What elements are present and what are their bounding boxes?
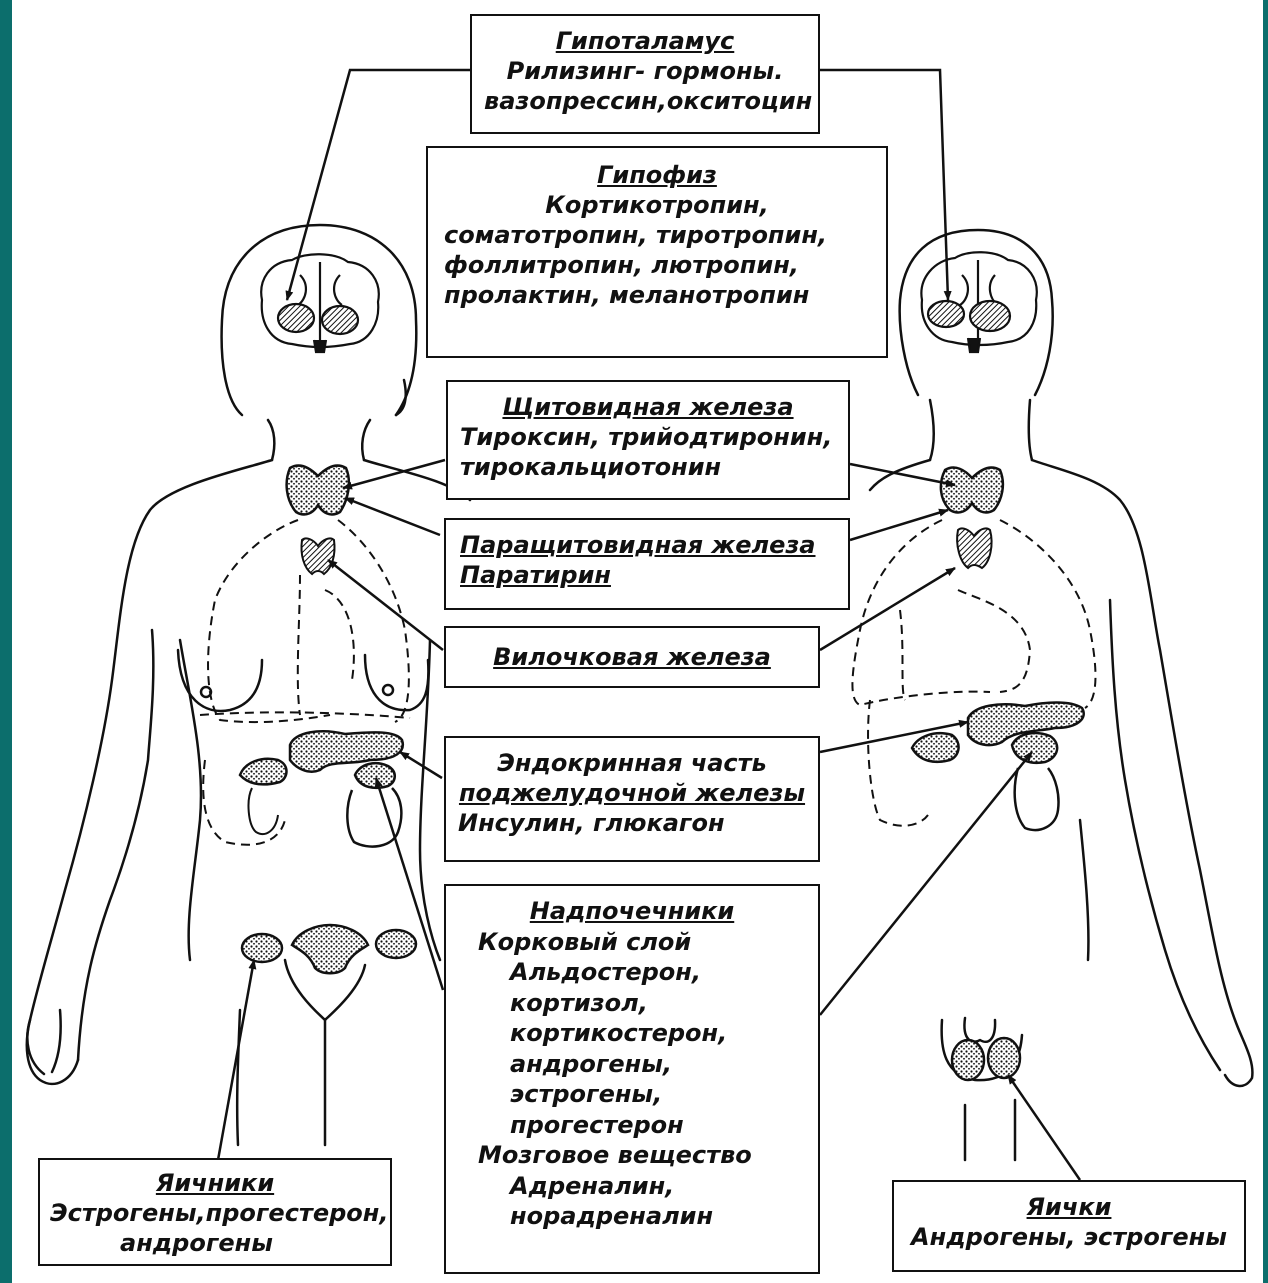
- parathyroid-box: Паращитовидная железа Паратирин: [444, 518, 850, 610]
- female-left-ovary: [242, 934, 282, 962]
- testes-box: Яички Андрогены, эстрогены: [892, 1180, 1246, 1272]
- arrow-pancreas-female: [400, 752, 442, 778]
- thyroid-box: Щитовидная железа Тироксин, трийодтирони…: [446, 380, 850, 500]
- adrenals-hormone: прогестерон: [460, 1110, 804, 1141]
- female-left-inner-arm: [78, 630, 153, 1060]
- female-thymus: [301, 538, 334, 574]
- male-left-adrenal: [912, 733, 959, 762]
- male-thyroid-gland: [941, 468, 1003, 513]
- male-neck: [930, 400, 1032, 460]
- pancreas-line: Эндокринная часть: [458, 748, 806, 778]
- ovaries-hormones-line: андрогены: [50, 1228, 380, 1258]
- arrow-thyroid-male: [850, 464, 955, 485]
- female-figure: [27, 225, 470, 1145]
- adrenals-hormone: Альдостерон,: [460, 957, 804, 988]
- testes-title: Яички: [904, 1192, 1234, 1222]
- parathyroid-title: Паращитовидная железа: [460, 530, 834, 560]
- pancreas-line: поджелудочной железы: [458, 778, 806, 808]
- pituitary-hormones-line: фоллитропин, лютропин,: [444, 250, 870, 280]
- arrow-testes: [1008, 1075, 1080, 1180]
- arrow-thyroid-female: [343, 460, 445, 488]
- female-right-ovary: [376, 930, 416, 958]
- arrow-thymus-female: [328, 560, 443, 650]
- female-brain: [261, 254, 379, 352]
- male-penis: [964, 1018, 995, 1042]
- male-thymus: [957, 528, 991, 568]
- male-left-testis: [952, 1040, 984, 1080]
- adrenals-hormone: кортизол,: [460, 988, 804, 1019]
- female-uterus: [292, 925, 368, 973]
- hypothalamus-title: Гипоталамус: [484, 26, 806, 56]
- pituitary-hormones-line: Кортикотропин,: [444, 190, 870, 220]
- pancreas-box: Эндокринная часть поджелудочной железы И…: [444, 736, 820, 862]
- female-neck: [268, 420, 370, 460]
- pituitary-hormones-line: соматотропин, тиротропин,: [444, 220, 870, 250]
- female-left-kidney: [249, 788, 278, 834]
- arrow-adrenal-female: [376, 778, 443, 990]
- testes-hormones-line: Андрогены, эстрогены: [904, 1222, 1234, 1252]
- pituitary-box: Гипофиз Кортикотропин, соматотропин, тир…: [426, 146, 888, 358]
- female-organ-outlines: [200, 520, 410, 845]
- adrenals-hormone: эстрогены,: [460, 1079, 804, 1110]
- male-body-outline: [870, 460, 1252, 1086]
- male-right-kidney: [1015, 768, 1059, 830]
- hypothalamus-hormones-line: Рилизинг- гормоны.: [484, 56, 806, 86]
- male-right-inner-arm: [1110, 600, 1220, 1070]
- arrow-parathyroid-female: [345, 498, 440, 535]
- female-right-nipple: [383, 685, 393, 695]
- parathyroid-hormones-line: Паратирин: [460, 560, 834, 590]
- adrenals-cortex-label: Корковый слой: [460, 927, 804, 958]
- pancreas-hormones-line: Инсулин, глюкагон: [458, 808, 806, 838]
- male-right-adrenal: [1012, 733, 1057, 763]
- arrow-adrenal-male: [820, 752, 1032, 1015]
- adrenals-title: Надпочечники: [460, 896, 804, 927]
- male-right-waist: [1080, 820, 1088, 960]
- female-right-kidney: [347, 788, 401, 847]
- female-left-waist: [180, 640, 201, 960]
- arrow-ovaries: [218, 960, 254, 1160]
- arrow-parathyroid-male: [850, 510, 948, 540]
- adrenals-hormone: андрогены,: [460, 1049, 804, 1080]
- hypothalamus-box: Гипоталамус Рилизинг- гормоны. вазопресс…: [470, 14, 820, 134]
- adrenals-hormone: кортикостерон,: [460, 1018, 804, 1049]
- thyroid-title: Щитовидная железа: [460, 392, 836, 422]
- female-thyroid-gland: [287, 466, 349, 515]
- female-left-leg: [237, 1010, 240, 1145]
- thyroid-hormones-line: Тироксин, трийодтиронин,: [460, 422, 836, 452]
- ovaries-title: Яичники: [50, 1168, 380, 1198]
- female-right-breast: [365, 655, 428, 710]
- adrenals-medulla-label: Мозговое вещество: [460, 1140, 804, 1171]
- pituitary-hormones-line: пролактин, меланотропин: [444, 280, 870, 310]
- female-right-waist: [420, 640, 440, 960]
- ovaries-hormones-line: Эстрогены,прогестерон,: [50, 1198, 380, 1228]
- adrenals-box: Надпочечники Корковый слой Альдостерон, …: [444, 884, 820, 1274]
- hypothalamus-hormones-line: вазопрессин,окситоцин: [484, 86, 806, 116]
- adrenals-hormone: норадреналин: [460, 1201, 804, 1232]
- male-right-testis: [988, 1038, 1020, 1078]
- thymus-title: Вилочковая железа: [458, 642, 806, 672]
- adrenals-hormone: Адреналин,: [460, 1171, 804, 1202]
- female-left-hand: [27, 1010, 60, 1074]
- female-left-adrenal: [240, 759, 287, 785]
- thymus-box: Вилочковая железа: [444, 626, 820, 688]
- ovaries-box: Яичники Эстрогены,прогестерон, андрогены: [38, 1158, 392, 1266]
- pituitary-title: Гипофиз: [444, 160, 870, 190]
- male-brain: [921, 252, 1036, 352]
- female-right-adrenal: [355, 763, 395, 788]
- thyroid-hormones-line: тирокальциотонин: [460, 452, 836, 482]
